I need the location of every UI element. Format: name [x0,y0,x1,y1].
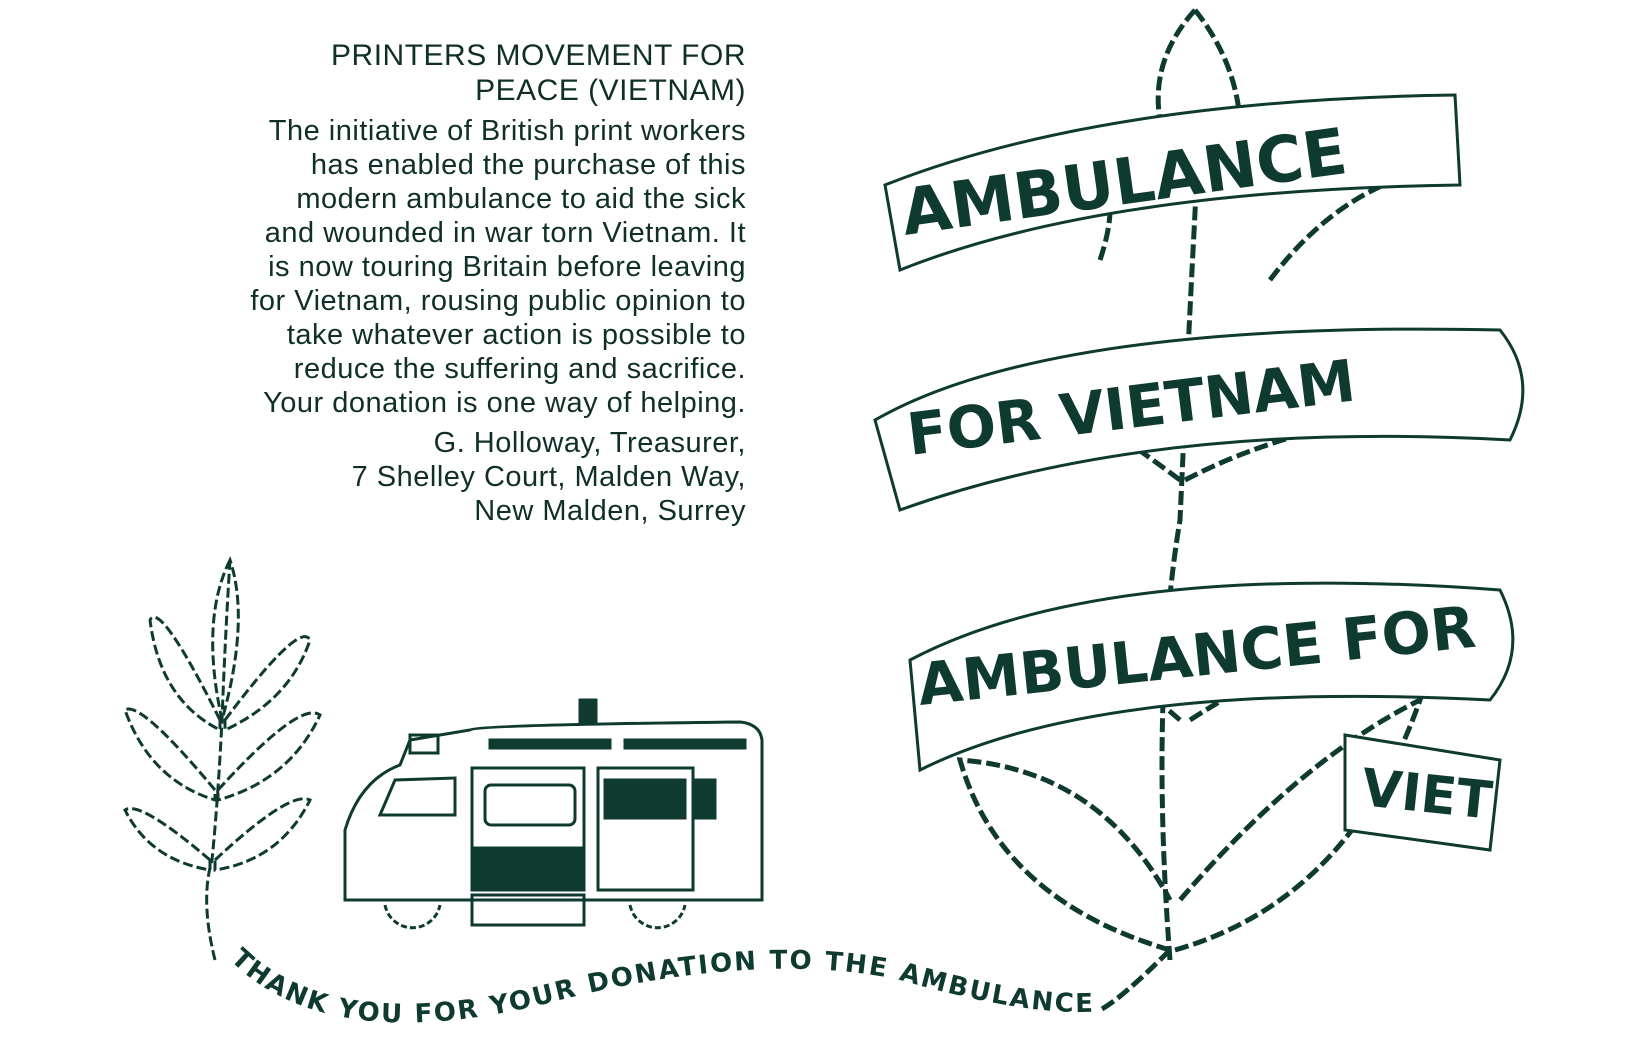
thank-you-text: THANK YOU FOR YOUR DONATION TO THE AMBUL… [225,943,1093,1030]
card-heading: PRINTERS MOVEMENT FOR PEACE (VIETNAM) [331,39,746,107]
treasurer-signature: G. Holloway, Treasurer, [433,427,746,459]
olive-branch-icon [123,556,322,961]
address-line-2: New Malden, Surrey [474,495,746,527]
thank-you-line: THANK YOU FOR YOUR DONATION TO THE AMBUL… [225,943,1095,1030]
ambulance-van-icon [343,698,764,930]
card-body: The initiative of British print workers … [250,115,746,419]
ribbon-banner [873,93,1525,852]
ribbon-band-4: VIET [1359,758,1496,831]
address-line-1: 7 Shelley Court, Malden Way, [351,461,746,493]
card-text: PRINTERS MOVEMENT FOR PEACE (VIETNAM) Th… [240,38,746,528]
